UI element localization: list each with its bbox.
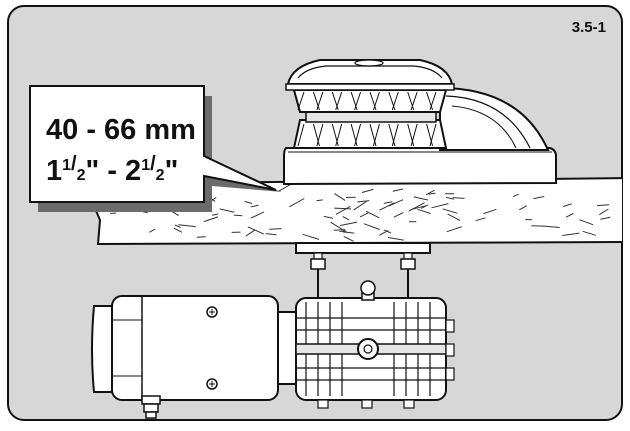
figure-number: 3.5-1 <box>572 19 606 36</box>
motor-gearbox-assembly <box>92 281 454 418</box>
deck-thickness-metric: 40 - 66 mm <box>46 114 196 146</box>
